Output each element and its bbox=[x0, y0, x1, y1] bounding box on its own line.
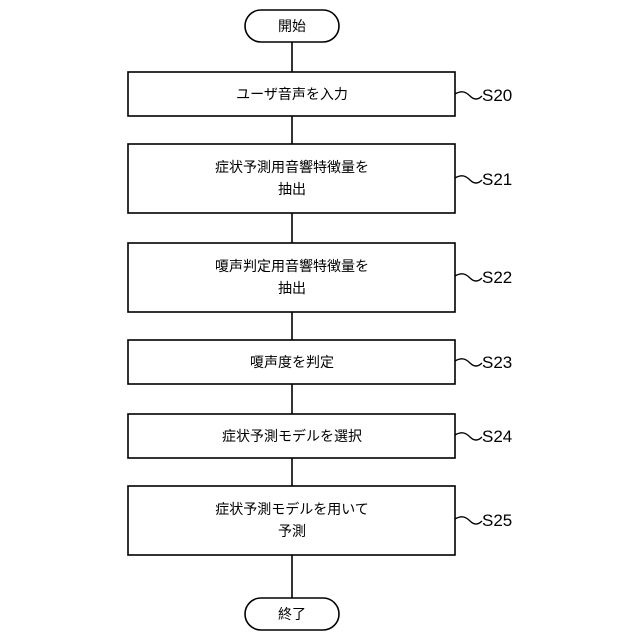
step-s23-text: 嗄声度を判定 bbox=[250, 355, 334, 371]
step-s22-leader bbox=[455, 274, 482, 281]
step-s25-box bbox=[128, 486, 455, 555]
step-s20-leader bbox=[455, 92, 482, 99]
step-s21-leader bbox=[455, 176, 482, 183]
step-s21-text-line1: 症状予測用音響特徴量を bbox=[215, 159, 369, 176]
step-s25: 症状予測モデルを用いて 予測 S25 bbox=[128, 486, 512, 555]
step-s25-text-line2: 予測 bbox=[278, 524, 306, 540]
step-s22-text-line1: 嗄声判定用音響特徴量を bbox=[215, 258, 369, 275]
step-s21-box bbox=[128, 144, 455, 213]
step-s20-label: S20 bbox=[482, 86, 512, 105]
step-s25-leader bbox=[455, 517, 482, 524]
step-s21-label: S21 bbox=[482, 170, 512, 189]
step-s20: ユーザ音声を入力 S20 bbox=[128, 72, 512, 116]
step-s22-text-line2: 抽出 bbox=[278, 281, 306, 297]
step-s21: 症状予測用音響特徴量を 抽出 S21 bbox=[128, 144, 512, 213]
start-label: 開始 bbox=[278, 19, 306, 35]
end-label: 終了 bbox=[278, 607, 306, 623]
step-s22-box bbox=[128, 243, 455, 312]
step-s25-text-line1: 症状予測モデルを用いて bbox=[215, 501, 369, 518]
step-s24: 症状予測モデルを選択 S24 bbox=[128, 414, 512, 458]
step-s24-text: 症状予測モデルを選択 bbox=[222, 428, 362, 445]
step-s23-label: S23 bbox=[482, 353, 512, 372]
step-s23-leader bbox=[455, 359, 482, 366]
step-s23: 嗄声度を判定 S23 bbox=[128, 340, 512, 384]
start-terminal: 開始 bbox=[245, 10, 339, 42]
step-s25-label: S25 bbox=[482, 511, 512, 530]
step-s21-text-line2: 抽出 bbox=[278, 182, 306, 198]
step-s24-leader bbox=[455, 433, 482, 440]
end-terminal: 終了 bbox=[245, 598, 339, 630]
step-s22: 嗄声判定用音響特徴量を 抽出 S22 bbox=[128, 243, 512, 312]
step-s20-text: ユーザ音声を入力 bbox=[236, 86, 348, 103]
step-s24-label: S24 bbox=[482, 427, 512, 446]
step-s22-label: S22 bbox=[482, 268, 512, 287]
